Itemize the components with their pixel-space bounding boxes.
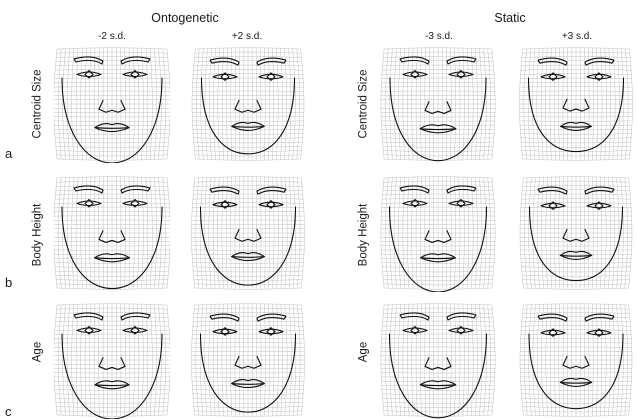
face-panel-a-static-plus xyxy=(518,45,634,163)
row-label-right-2: Age xyxy=(358,342,370,362)
deformation-grid xyxy=(54,48,170,161)
nose-left-side xyxy=(563,229,576,241)
right-brow xyxy=(121,313,150,320)
nose-right-side xyxy=(576,99,589,111)
right-eye xyxy=(449,201,473,206)
nose-right-side xyxy=(112,100,125,112)
nose-right-side xyxy=(438,231,451,243)
left-brow xyxy=(210,58,239,65)
left-eye xyxy=(77,201,101,206)
row-label-left-0: Centroid Size xyxy=(32,69,44,138)
nose-right-side xyxy=(438,358,451,370)
right-brow xyxy=(585,187,614,194)
face-panel-a-onto-plus xyxy=(190,45,306,163)
right-eye xyxy=(123,201,147,206)
nose-left-side xyxy=(425,231,438,243)
left-brow xyxy=(74,313,103,320)
right-eye xyxy=(123,328,147,333)
nose-right-side xyxy=(248,356,261,368)
nose-right-side xyxy=(112,358,125,370)
row-label-right-0: Centroid Size xyxy=(358,69,370,138)
nose-right-side xyxy=(576,229,589,241)
face-panel-b-onto-minus xyxy=(54,174,170,292)
col-label-onto-plus: +2 s.d. xyxy=(232,32,262,42)
nose-right-side xyxy=(248,229,261,241)
nose-left-side xyxy=(563,356,576,368)
nose-right-side xyxy=(112,231,125,243)
left-eye xyxy=(77,72,101,77)
deformation-grid xyxy=(192,48,304,161)
nose-left-side xyxy=(425,102,438,114)
left-brow xyxy=(538,314,567,321)
right-eye xyxy=(449,328,473,333)
deformation-grid xyxy=(381,304,495,417)
nose-left-side xyxy=(235,229,248,241)
deformation-grid xyxy=(54,177,170,290)
left-brow xyxy=(538,187,567,194)
deformation-grid xyxy=(191,177,304,290)
face-panel-c-onto-minus xyxy=(54,301,170,419)
face-panel-c-static-plus xyxy=(518,301,634,419)
deformation-grid xyxy=(519,48,632,161)
row-label-left-1: Body Height xyxy=(32,204,44,267)
right-eye xyxy=(123,72,147,77)
nose-right-side xyxy=(438,102,451,114)
row-label-left-2: Age xyxy=(32,342,44,362)
right-brow xyxy=(257,58,286,65)
nose-right-side xyxy=(576,356,589,368)
nose-left-side xyxy=(235,100,248,112)
right-brow xyxy=(121,57,150,64)
deformation-grid xyxy=(520,304,632,417)
right-eye xyxy=(449,72,473,77)
right-brow xyxy=(121,186,150,193)
row-letter-b: b xyxy=(5,276,12,289)
nose-left-side xyxy=(99,100,112,112)
col-label-static-plus: +3 s.d. xyxy=(562,32,592,42)
face-panel-a-onto-minus xyxy=(54,45,170,163)
group-title-ontogenetic: Ontogenetic xyxy=(151,12,218,25)
left-brow xyxy=(74,186,103,193)
left-eye xyxy=(77,328,101,333)
left-brow xyxy=(74,57,103,64)
left-eye xyxy=(403,201,427,206)
face-panel-b-static-plus xyxy=(518,174,634,292)
face-panel-c-static-minus xyxy=(380,301,496,419)
left-eye xyxy=(403,328,427,333)
left-eye xyxy=(403,72,427,77)
face-panel-c-onto-plus xyxy=(190,301,306,419)
deformation-grid xyxy=(54,304,170,417)
row-letter-a: a xyxy=(5,147,12,160)
deformation-grid xyxy=(381,177,495,290)
deformation-grid xyxy=(520,177,632,290)
col-label-onto-minus: -2 s.d. xyxy=(98,32,126,42)
nose-left-side xyxy=(99,231,112,243)
nose-left-side xyxy=(425,358,438,370)
nose-left-side xyxy=(235,356,248,368)
row-letter-c: c xyxy=(5,405,12,418)
right-brow xyxy=(585,314,614,321)
deformation-grid xyxy=(381,48,495,161)
nose-left-side xyxy=(99,358,112,370)
deformation-grid xyxy=(191,304,304,417)
col-label-static-minus: -3 s.d. xyxy=(425,32,453,42)
face-panel-a-static-minus xyxy=(380,45,496,163)
nose-left-side xyxy=(563,99,576,111)
face-panel-b-onto-plus xyxy=(190,174,306,292)
nose-right-side xyxy=(248,100,261,112)
face-panel-b-static-minus xyxy=(380,174,496,292)
row-label-right-1: Body Height xyxy=(358,204,370,267)
group-title-static: Static xyxy=(494,12,525,25)
